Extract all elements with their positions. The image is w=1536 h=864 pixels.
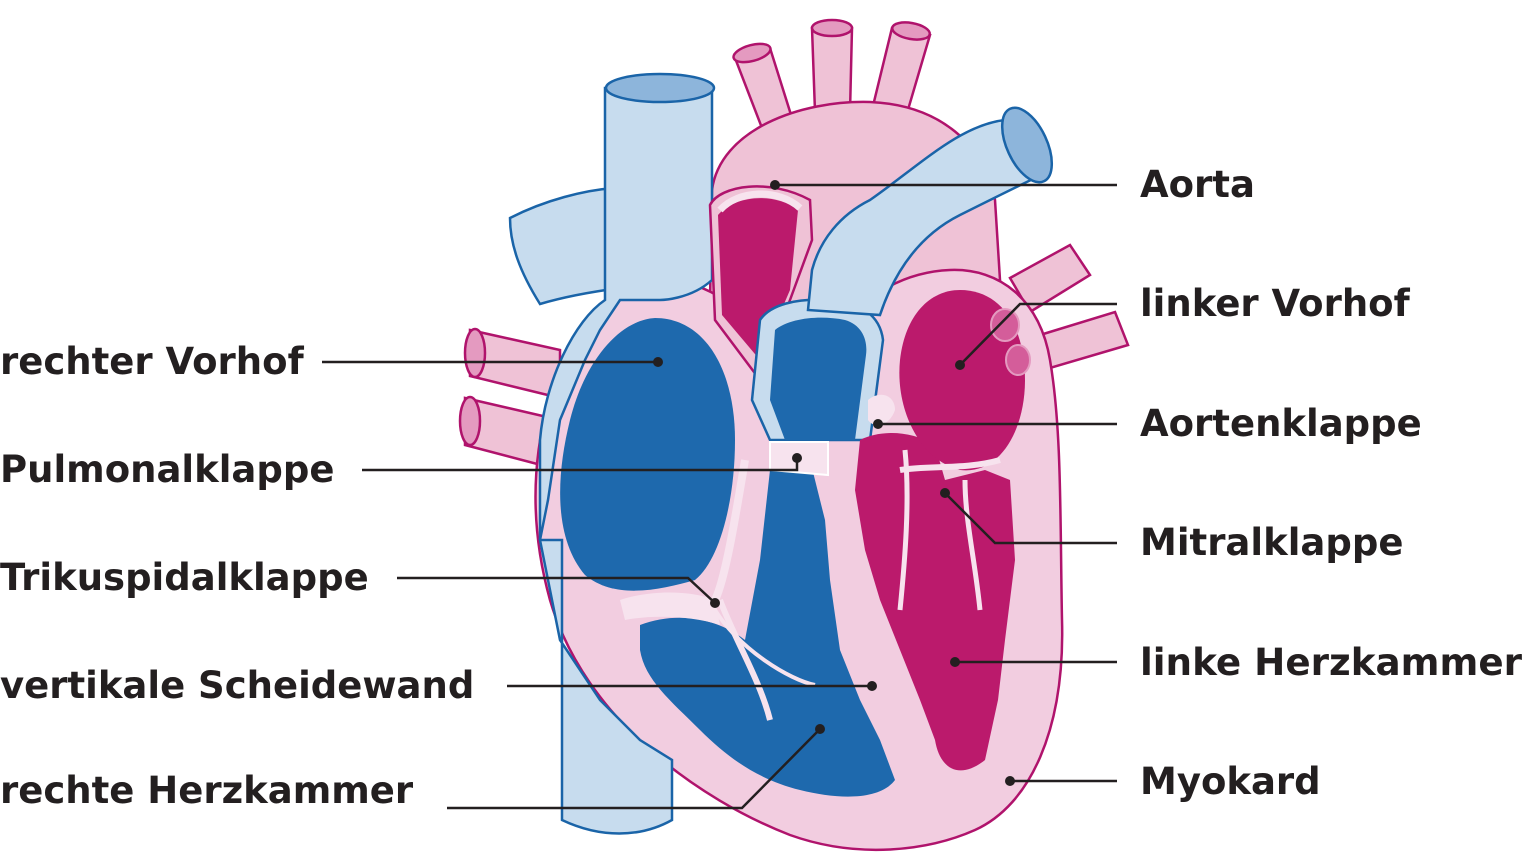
label-linker-vorhof: linker Vorhof [1140, 282, 1411, 325]
pulmonary-veins-right [458, 327, 562, 472]
right-ventricle [640, 468, 895, 797]
leader-dots [653, 180, 1015, 786]
left-ventricle [855, 433, 1015, 771]
label-aortenklappe: Aortenklappe [1140, 402, 1422, 445]
leader-trikuspidalklappe [397, 576, 716, 604]
aortic-valve [868, 394, 895, 426]
left-atrium [899, 290, 1031, 471]
leader-linker-vorhof [959, 302, 1117, 366]
mitral-valve [897, 449, 1001, 611]
label-trikuspidalklappe: Trikuspidalklappe [0, 556, 369, 599]
label-rechte-herzkammer: rechte Herzkammer [0, 769, 414, 812]
pulmonary-artery-branch [508, 186, 622, 306]
aorta-root [708, 185, 814, 383]
aorta-tube [806, 106, 1054, 317]
vena-cava [538, 72, 716, 835]
labels-left: rechter Vorhof Pulmonalklappe Trikuspida… [0, 340, 474, 812]
tricuspid-valve [620, 592, 816, 721]
label-linke-herzkammer: linke Herzkammer [1140, 641, 1523, 684]
label-rechter-vorhof: rechter Vorhof [0, 340, 305, 383]
label-aorta: Aorta [1140, 163, 1255, 206]
label-mitralklappe: Mitralklappe [1140, 521, 1403, 564]
label-myokard: Myokard [1140, 760, 1321, 803]
labels-right: Aorta linker Vorhof Aortenklappe Mitralk… [1140, 163, 1523, 803]
label-pulmonalklappe: Pulmonalklappe [0, 448, 334, 491]
label-vertikale-scheidewand: vertikale Scheidewand [0, 664, 474, 707]
pulmonary-trunk [750, 298, 885, 442]
leader-rechte-herzkammer [447, 728, 821, 810]
right-atrium [560, 318, 735, 591]
septum-highlight [711, 459, 749, 602]
leader-mitralklappe [944, 492, 1117, 545]
